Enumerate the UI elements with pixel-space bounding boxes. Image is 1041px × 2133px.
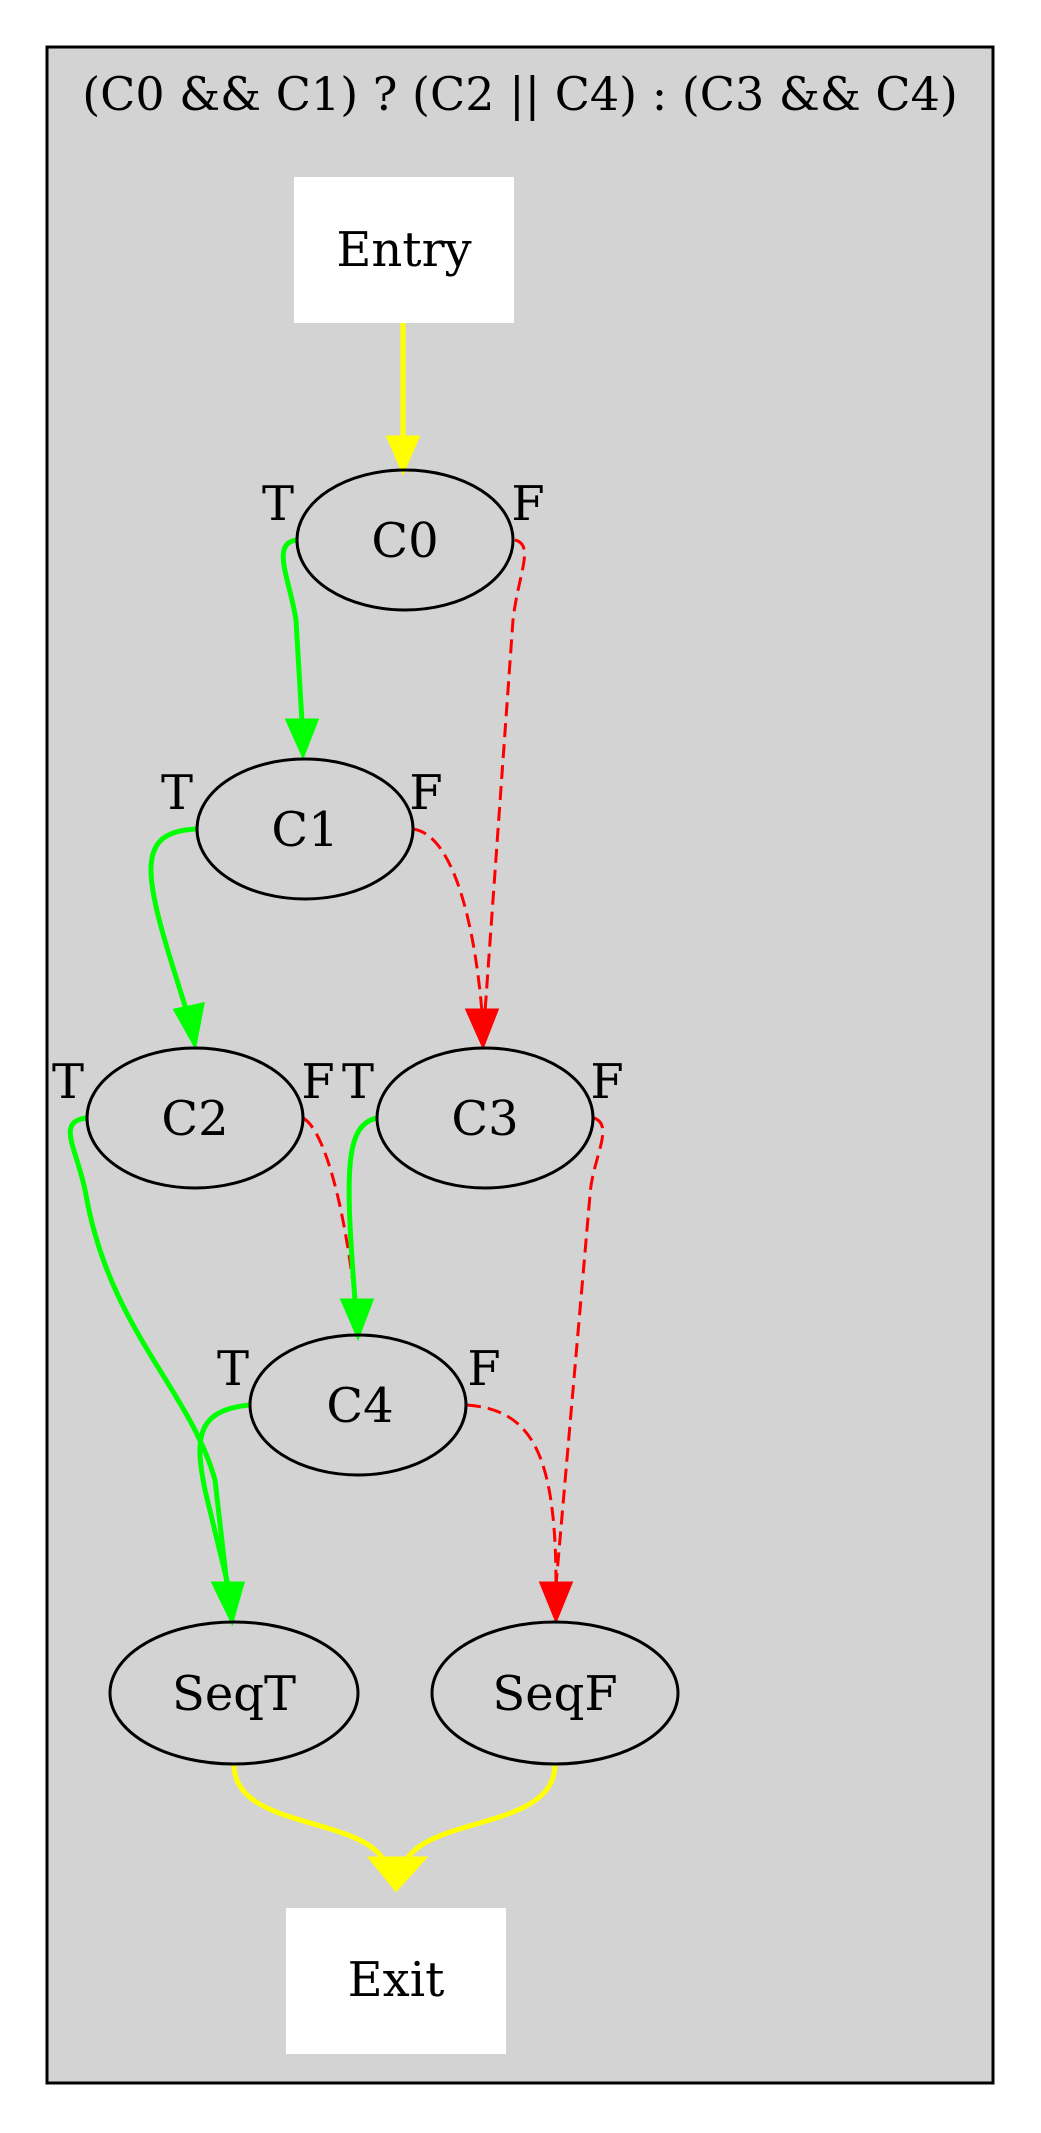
node-c0[interactable]: C0: [295, 468, 515, 612]
c4-ellipse: [248, 1333, 468, 1477]
edge-labels-layer: T F T F T F T F T F: [52, 476, 624, 1397]
c0-false-label: F: [511, 476, 544, 532]
edge-c1-to-c3: [412, 827, 484, 1013]
node-exit[interactable]: Exit: [286, 1908, 506, 2054]
cluster-title: (C0 && C1) ? (C2 || C4) : (C3 && C4): [82, 67, 958, 121]
c4-label: C4: [326, 1378, 393, 1434]
nodes-layer: Entry C0 C1 C2 C3 C4 SeqT: [85, 177, 680, 2054]
node-entry[interactable]: Entry: [294, 177, 514, 323]
edge-c0-to-c1: [280, 537, 305, 723]
c3-true-label: T: [342, 1054, 374, 1110]
c0-ellipse: [295, 468, 515, 612]
c3-ellipse: [375, 1046, 595, 1190]
entry-box: [294, 177, 514, 323]
seqt-label: SeqT: [172, 1666, 296, 1722]
c1-false-label: F: [409, 765, 442, 821]
node-c3[interactable]: C3: [375, 1046, 595, 1190]
edge-c4-to-seqt: [197, 1402, 251, 1586]
c2-true-label: T: [52, 1054, 84, 1110]
c3-false-label: F: [590, 1054, 623, 1110]
exit-label: Exit: [348, 1952, 445, 2008]
exit-box: [286, 1908, 506, 2054]
arrowhead-c0-to-c1: [284, 718, 320, 760]
c4-true-label: T: [217, 1341, 249, 1397]
seqf-ellipse: [430, 1620, 680, 1766]
arrowhead-into-exit: [366, 1856, 429, 1893]
arrowhead-into-c3: [464, 1008, 500, 1050]
c1-label: C1: [271, 802, 338, 858]
arrowhead-c1-to-c2: [172, 1002, 205, 1051]
node-seqt[interactable]: SeqT: [108, 1620, 360, 1766]
c1-ellipse: [195, 757, 415, 901]
edge-c3-to-c4: [346, 1115, 378, 1301]
c4-false-label: F: [467, 1341, 500, 1397]
arrowhead-entry-to-c0: [385, 435, 421, 476]
seqt-ellipse: [108, 1620, 360, 1766]
c2-false-label: F: [301, 1054, 334, 1110]
edge-c3-to-seqf: [554, 1116, 605, 1586]
edges-layer: [67, 323, 605, 1893]
c0-label: C0: [371, 513, 438, 569]
node-c1[interactable]: C1: [195, 757, 415, 901]
c2-label: C2: [161, 1091, 228, 1147]
entry-label: Entry: [336, 222, 471, 278]
arrowhead-into-c4: [339, 1298, 375, 1341]
node-seqf[interactable]: SeqF: [430, 1620, 680, 1766]
seqf-label: SeqF: [492, 1666, 617, 1722]
arrowhead-into-seqf: [538, 1581, 574, 1624]
c1-true-label: T: [161, 765, 193, 821]
c3-label: C3: [451, 1091, 518, 1147]
node-c4[interactable]: C4: [248, 1333, 468, 1477]
c0-true-label: T: [262, 476, 294, 532]
node-c2[interactable]: C2: [85, 1046, 305, 1190]
edge-c4-to-seqf: [466, 1403, 558, 1586]
edge-c2-to-seqt: [67, 1115, 230, 1586]
edge-c0-to-c3: [483, 538, 526, 1013]
edge-c1-to-c2: [148, 826, 197, 1013]
edge-seqt-to-exit: [231, 1763, 388, 1864]
arrowhead-into-seqt: [210, 1581, 245, 1627]
cluster-box: [45, 45, 995, 2085]
edge-seqf-to-exit: [402, 1763, 558, 1864]
c2-ellipse: [85, 1046, 305, 1190]
